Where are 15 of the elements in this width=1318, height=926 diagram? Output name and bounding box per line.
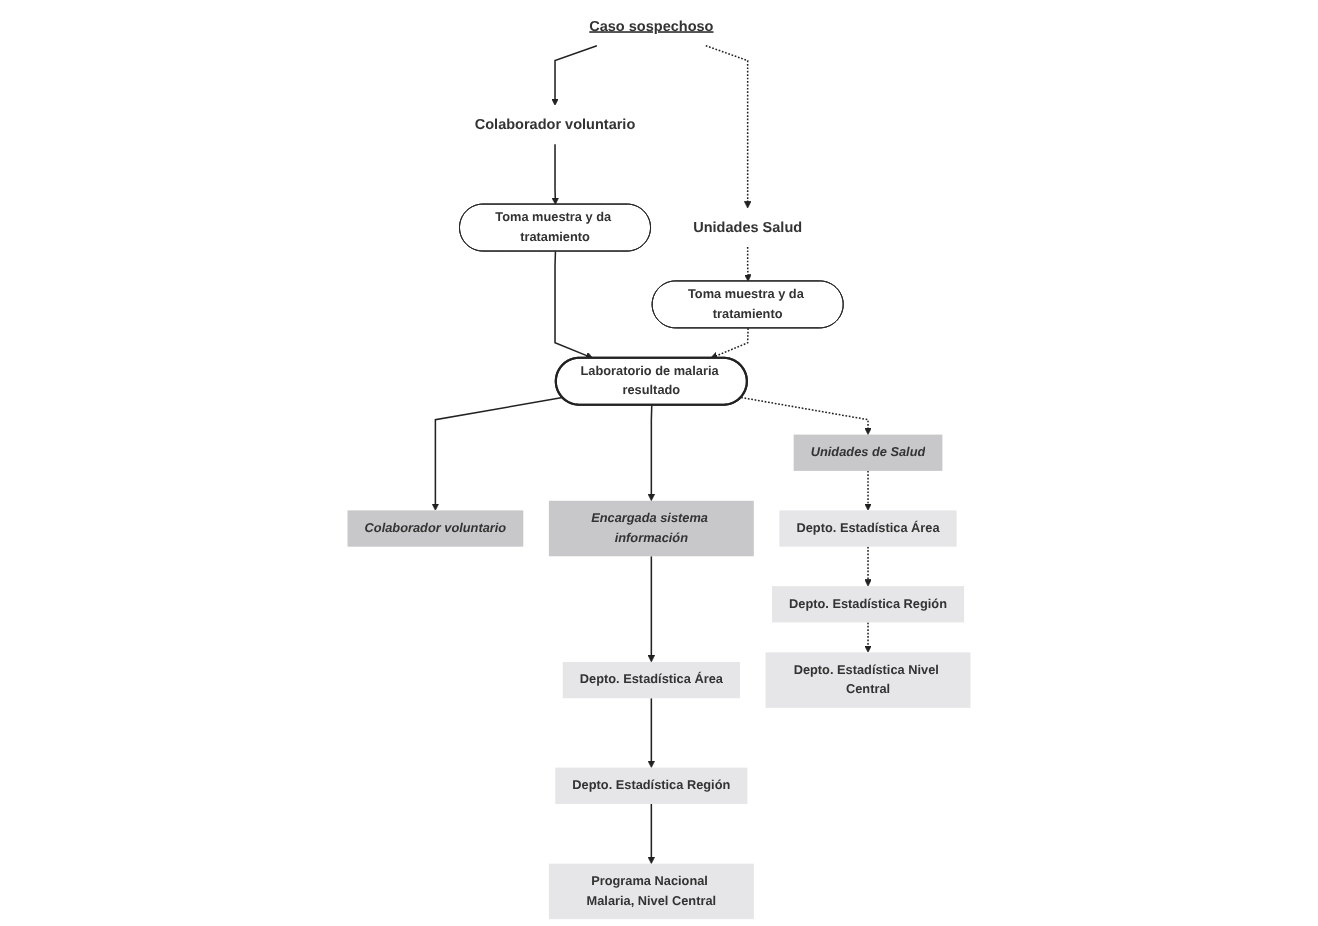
- arrow: [647, 555, 656, 663]
- arrow: [647, 404, 656, 502]
- arrow: [647, 803, 656, 864]
- arrow: [551, 143, 559, 205]
- arrow: [554, 250, 594, 360]
- arrow: [864, 621, 872, 653]
- arrow: [710, 327, 749, 360]
- arrow: [551, 44, 598, 106]
- arrow: [740, 396, 872, 435]
- arrow: [864, 470, 872, 511]
- arrow: [705, 44, 752, 209]
- arrow: [744, 246, 752, 282]
- arrow: [647, 697, 656, 768]
- arrow: [864, 545, 872, 587]
- arrow: [431, 396, 564, 511]
